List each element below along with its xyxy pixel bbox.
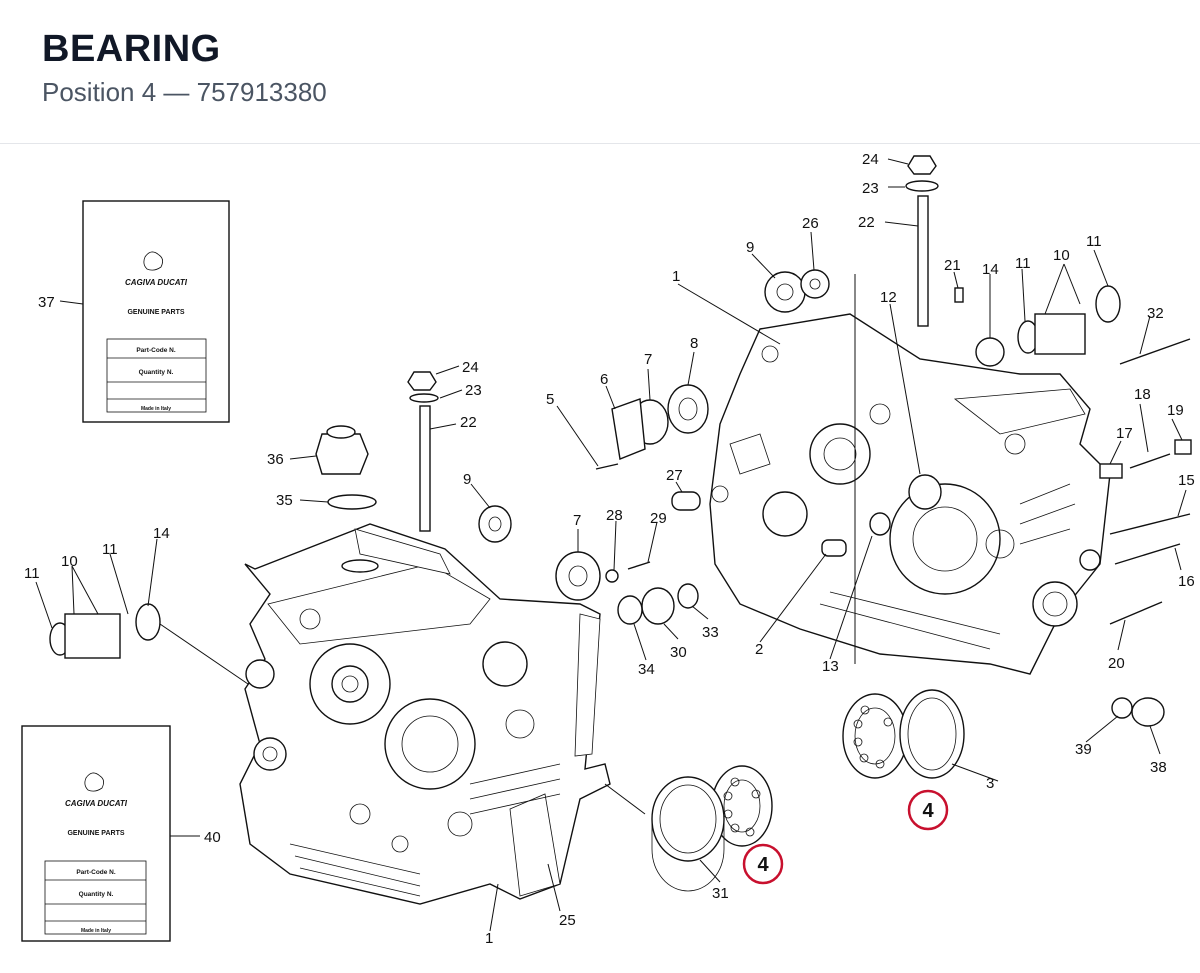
booklet-brand: CAGIVA DUCATI <box>125 278 188 287</box>
label-31: 31 <box>712 885 729 902</box>
label-29: 29 <box>650 510 667 527</box>
label-39: 39 <box>1075 741 1092 758</box>
bearing-4-right <box>842 693 908 779</box>
label-7-top: 7 <box>644 351 652 368</box>
label-21: 21 <box>944 257 961 274</box>
label-12: 12 <box>880 289 897 306</box>
label-35: 35 <box>276 492 293 509</box>
page-subtitle: Position 4 — 757913380 <box>42 77 327 107</box>
label-19: 19 <box>1167 402 1184 419</box>
booklet-made-in-2: Made in Italy <box>81 928 111 934</box>
label-38: 38 <box>1150 759 1167 776</box>
label-10-right: 10 <box>1053 247 1070 264</box>
booklet-part-code: Part-Code N. <box>136 347 176 354</box>
booklet-made-in: Made in Italy <box>141 406 171 412</box>
label-32: 32 <box>1147 305 1164 322</box>
label-1-bottom: 1 <box>485 930 493 947</box>
label-37: 37 <box>38 294 55 311</box>
ducati-logo-icon <box>143 251 163 271</box>
label-30: 30 <box>670 644 687 661</box>
bearing-race-3 <box>899 689 965 779</box>
booklet-genuine: GENUINE PARTS <box>127 309 184 316</box>
booklet-part-code-2: Part-Code N. <box>76 869 116 876</box>
label-15: 15 <box>1178 472 1195 489</box>
label-26: 26 <box>802 215 819 232</box>
label-9-top: 9 <box>746 239 754 256</box>
label-27: 27 <box>666 467 683 484</box>
parts-booklet-top: CAGIVA DUCATI GENUINE PARTS Part-Code N.… <box>82 200 230 423</box>
label-1-top: 1 <box>672 268 680 285</box>
label-33: 33 <box>702 624 719 641</box>
part-labels: 37 40 24 23 22 24 23 22 36 35 9 9 26 1 6… <box>24 151 1195 947</box>
label-40: 40 <box>204 829 221 846</box>
label-8: 8 <box>690 335 698 352</box>
label-23-top: 23 <box>862 180 879 197</box>
label-9-mid: 9 <box>463 471 471 488</box>
label-5: 5 <box>546 391 554 408</box>
label-16: 16 <box>1178 573 1195 590</box>
label-13: 13 <box>822 658 839 675</box>
label-10-left: 10 <box>61 553 78 570</box>
label-2: 2 <box>755 641 763 658</box>
label-11-r2: 11 <box>1086 233 1102 250</box>
label-22-mid: 22 <box>460 414 477 431</box>
small-parts <box>49 155 1192 727</box>
booklet-brand-2: CAGIVA DUCATI <box>65 799 128 808</box>
label-20: 20 <box>1108 655 1125 672</box>
label-6: 6 <box>600 371 608 388</box>
label-28: 28 <box>606 507 623 524</box>
leader-lines <box>35 158 1187 932</box>
plug-hole <box>1079 549 1101 571</box>
exploded-diagram: CAGIVA DUCATI GENUINE PARTS Part-Code N.… <box>0 144 1200 968</box>
callout-4-right-text: 4 <box>922 800 934 822</box>
page-title: BEARING <box>42 28 221 70</box>
label-14-right: 14 <box>982 261 999 278</box>
label-17: 17 <box>1116 425 1133 442</box>
callout-position-4-left[interactable]: 4 <box>742 843 784 885</box>
label-11-l1: 11 <box>24 565 40 582</box>
booklet-quantity-2: Quantity N. <box>79 891 114 898</box>
label-34: 34 <box>638 661 655 678</box>
label-7-mid: 7 <box>573 512 581 529</box>
label-11-r1: 11 <box>1015 255 1031 272</box>
label-36: 36 <box>267 451 284 468</box>
callout-4-left-text: 4 <box>757 854 769 876</box>
parts-booklet-bottom: CAGIVA DUCATI GENUINE PARTS Part-Code N.… <box>21 725 171 942</box>
label-14-left: 14 <box>153 525 170 542</box>
label-25: 25 <box>559 912 576 929</box>
diagram-svg: CAGIVA DUCATI GENUINE PARTS Part-Code N.… <box>21 151 1195 947</box>
left-crankcase <box>239 523 611 905</box>
page-header: BEARING Position 4 — 757913380 <box>0 0 1200 144</box>
ducati-logo-icon <box>84 772 104 792</box>
bearing-race-31 <box>651 776 725 892</box>
label-24-top: 24 <box>862 151 879 168</box>
label-3: 3 <box>986 775 994 792</box>
callout-position-4-right[interactable]: 4 <box>907 789 949 831</box>
label-18: 18 <box>1134 386 1151 403</box>
label-23-mid: 23 <box>465 382 482 399</box>
label-11-l2: 11 <box>102 541 118 558</box>
label-22-top: 22 <box>858 214 875 231</box>
label-24-mid: 24 <box>462 359 479 376</box>
booklet-quantity: Quantity N. <box>139 369 174 376</box>
booklet-genuine-2: GENUINE PARTS <box>67 830 124 837</box>
